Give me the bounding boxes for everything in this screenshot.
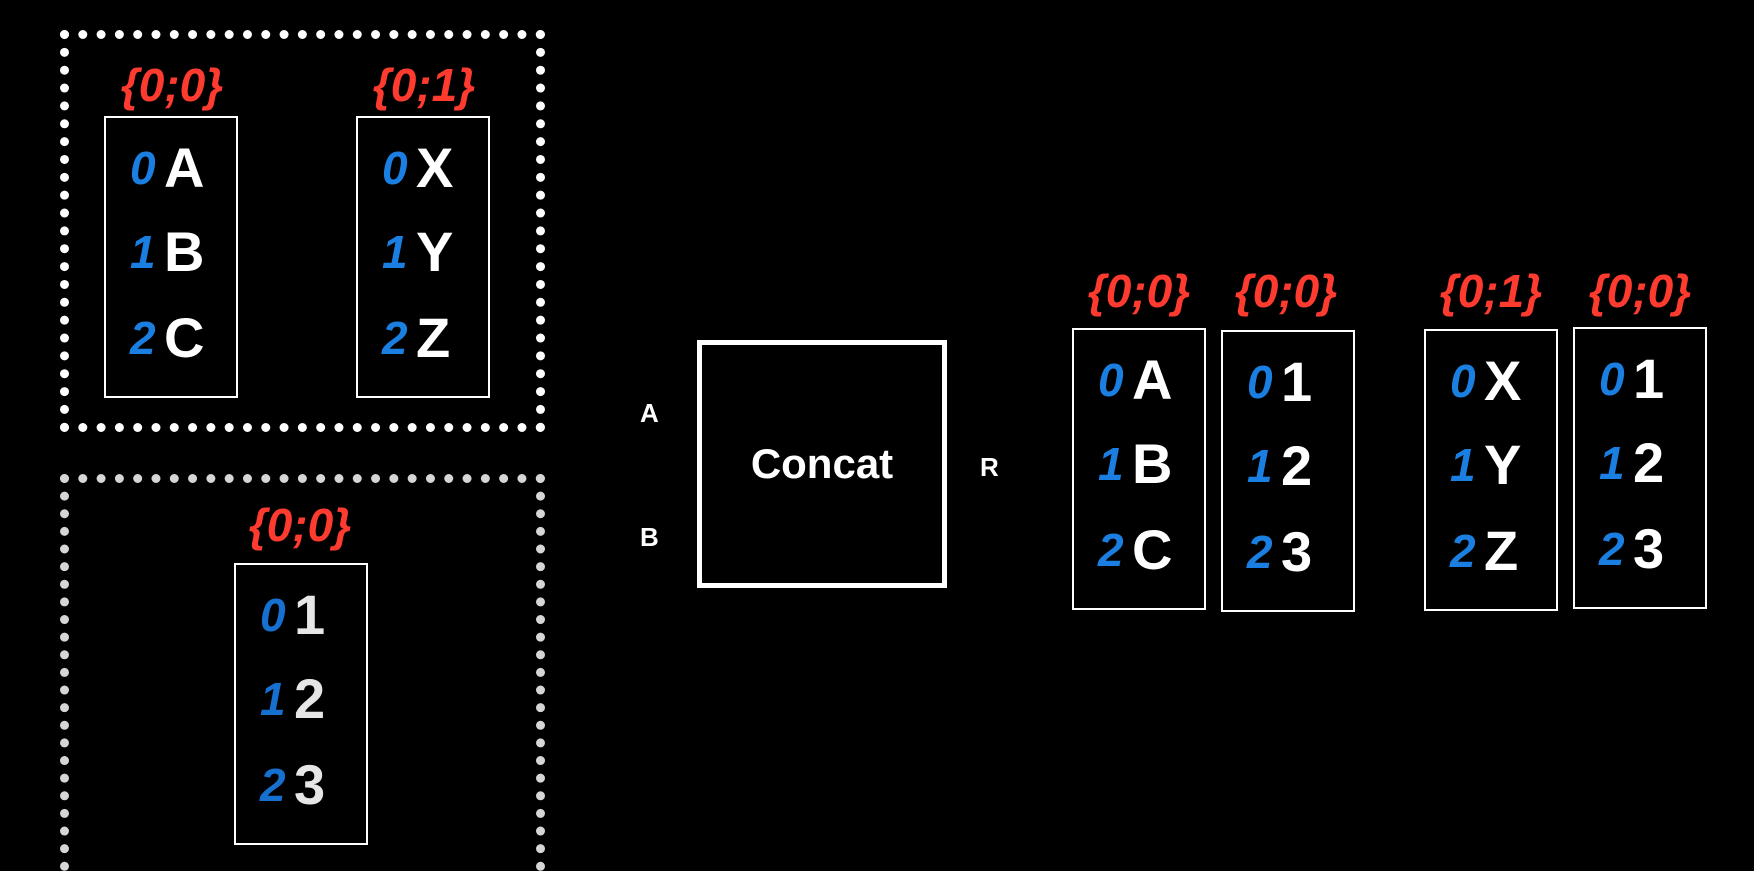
row-index: 1 — [260, 673, 286, 725]
row-value: B — [1132, 432, 1173, 495]
row-index: 1 — [1098, 438, 1124, 490]
row-index: 0 — [1599, 353, 1625, 405]
row-index: 0 — [260, 589, 286, 641]
row-index: 1 — [130, 226, 156, 278]
row-value: B — [164, 220, 205, 283]
row-value: 3 — [1633, 517, 1665, 580]
port-a-label: A — [640, 398, 659, 428]
row-value: X — [1484, 349, 1522, 412]
row-value: 2 — [294, 667, 326, 730]
row-index: 2 — [1098, 524, 1124, 576]
dict-key-label: {0;0} — [1588, 265, 1692, 317]
port-b-label: B — [640, 522, 659, 552]
dict-key-label: {0;0} — [120, 59, 224, 111]
row-index: 2 — [1599, 523, 1625, 575]
node-label: Concat — [750, 440, 894, 487]
row-index: 0 — [1247, 356, 1273, 408]
row-index: 1 — [1450, 439, 1476, 491]
row-index: 2 — [260, 759, 286, 811]
row-index: 2 — [130, 312, 156, 364]
row-value: X — [416, 136, 454, 199]
row-index: 0 — [1098, 354, 1124, 406]
row-value: Z — [416, 306, 451, 369]
row-value: A — [164, 136, 205, 199]
input-group-b — [60, 474, 545, 871]
row-index: 1 — [382, 226, 408, 278]
dict-key-label: {0;1} — [372, 59, 476, 111]
row-value: Z — [1484, 519, 1519, 582]
row-value: C — [1132, 518, 1173, 581]
row-index: 2 — [382, 312, 408, 364]
row-index: 0 — [1450, 355, 1476, 407]
row-index: 1 — [1599, 437, 1625, 489]
row-index: 2 — [1450, 525, 1476, 577]
input-group-a — [60, 30, 545, 432]
row-value: Y — [1484, 433, 1522, 496]
dict-key-label: {0;0} — [1087, 265, 1191, 317]
row-value: Y — [416, 220, 454, 283]
row-value: 1 — [294, 583, 326, 646]
concat-node[interactable]: Concat — [697, 340, 947, 588]
dict-key-label: {0;0} — [1234, 265, 1338, 317]
row-index: 0 — [382, 142, 408, 194]
row-value: A — [1132, 348, 1173, 411]
row-value: 2 — [1633, 431, 1665, 494]
row-value: 1 — [1633, 347, 1665, 410]
dict-key-label: {0;0} — [248, 499, 352, 551]
row-index: 2 — [1247, 526, 1273, 578]
row-value: 1 — [1281, 350, 1313, 413]
row-value: 3 — [1281, 520, 1313, 583]
row-value: 3 — [294, 753, 326, 816]
row-index: 1 — [1247, 440, 1273, 492]
dict-key-label: {0;1} — [1439, 265, 1543, 317]
row-value: 2 — [1281, 434, 1313, 497]
row-index: 0 — [130, 142, 156, 194]
port-r-label: R — [980, 452, 999, 482]
row-value: C — [164, 306, 205, 369]
